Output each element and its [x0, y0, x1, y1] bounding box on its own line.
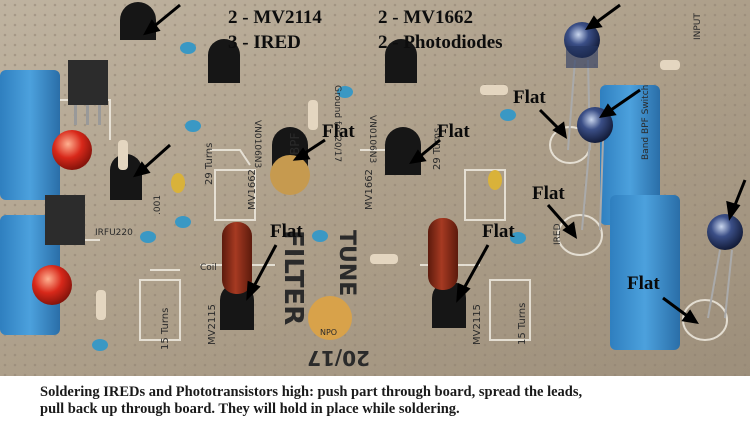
caption: Soldering IREDs and Phototransistors hig…	[0, 376, 750, 425]
flat-label: Flat	[270, 221, 303, 242]
pcb-label-band-switch: Band BPF Switch	[641, 85, 651, 160]
pcb-label-ground: Ground for 20/17	[332, 85, 342, 162]
parts-count-mv1662: 2 - MV1662	[378, 7, 473, 28]
pcb-label-turns29-right: 29 Turns	[432, 128, 443, 170]
caption-line-1: Soldering IREDs and Phototransistors hig…	[40, 384, 583, 400]
irfu220-transistor	[45, 195, 85, 245]
parts-count-mv2114: 2 - MV2114	[228, 7, 322, 28]
flat-label: Flat	[482, 221, 515, 242]
pcb-label-coil: Coil	[200, 263, 217, 273]
red-led	[32, 265, 72, 305]
flat-label: Flat	[437, 121, 470, 142]
pcb-label-vnd-left: VN0106N3	[252, 120, 262, 168]
red-led	[52, 130, 92, 170]
pcb-label-mv2115-left: MV2115	[207, 304, 218, 345]
pcb-label-ired: IRED	[553, 223, 563, 245]
photodiode	[564, 22, 600, 151]
pointer-arrows	[133, 3, 747, 325]
toroid-capacitor-block	[0, 70, 60, 200]
varactor-capacitor	[428, 218, 458, 290]
flat-label: Flat	[513, 87, 546, 108]
pcb-label-filter: FILTER	[278, 230, 308, 325]
parts-count-ired: 3 - IRED	[228, 32, 301, 53]
pcb-label-board-number: 20/17	[307, 346, 370, 370]
yellow-capacitors	[171, 170, 502, 193]
flat-label: Flat	[532, 183, 565, 204]
caption-line-2: pull back up through board. They will ho…	[40, 401, 460, 417]
pcb-label-mv2115-right: MV2115	[472, 304, 483, 345]
parts-count-photodiodes: 2 - Photodiodes	[378, 32, 503, 53]
small-blue-capacitors	[92, 42, 526, 351]
flat-label: Flat	[322, 121, 355, 142]
toroid-capacitor-block	[600, 85, 660, 225]
pcb-photo: FILTER TUNE BPF VN0106N3 VN0106N3 MV1662…	[0, 0, 750, 376]
pcb-label-turns15-left: 15 Turns	[160, 308, 171, 350]
pcb-label-mv1662-left: MV1662	[247, 169, 258, 210]
varactor-capacitor	[222, 222, 252, 294]
pcb-label-irfu: IRFU220	[95, 228, 133, 238]
pcb-label-cap-value: .001	[153, 195, 163, 215]
pcb-label-vnd-right: VN0106N3	[367, 115, 377, 163]
pcb-label-tune: TUNE	[334, 230, 359, 296]
pcb-label-npo: NPO	[320, 328, 337, 337]
ceramic-trimmer-capacitor	[308, 296, 352, 340]
resistors	[96, 60, 680, 320]
toroid-capacitor-block	[610, 195, 680, 350]
pcb-label-turns29-left: 29 Turns	[204, 143, 215, 185]
pcb-label-mv1662-right: MV1662	[364, 169, 375, 210]
irfu220-transistor	[68, 60, 108, 125]
ceramic-trimmer-capacitor	[270, 155, 310, 195]
flat-label: Flat	[627, 273, 660, 294]
pcb-label-input: INPUT	[693, 13, 703, 40]
ired-emitter	[707, 214, 743, 319]
pcb-label-bpf: BPF	[288, 133, 302, 155]
pcb-label-turns15-right: 15 Turns	[517, 303, 528, 345]
